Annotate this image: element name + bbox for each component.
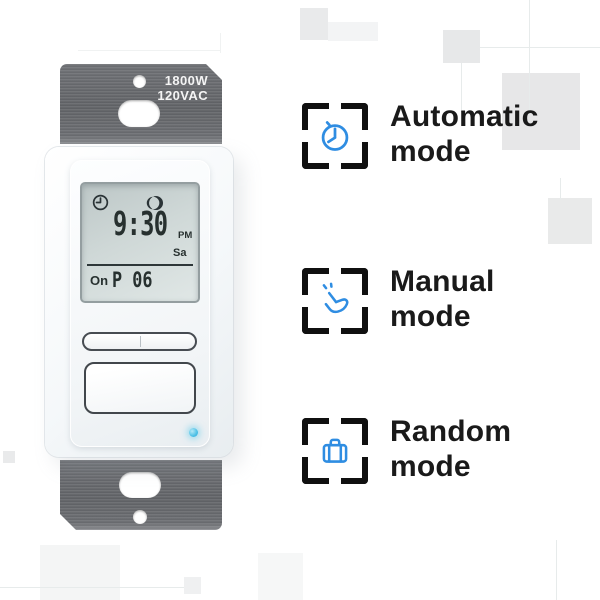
decor-line (0, 587, 184, 588)
mounting-strap-bottom (60, 460, 222, 530)
decor-square (3, 451, 15, 463)
clock-icon (321, 121, 349, 151)
decor-square (443, 30, 480, 63)
briefcase-icon (322, 438, 348, 463)
rocker-divider (139, 336, 141, 347)
decor-line (556, 540, 557, 600)
mounting-hole-oval (119, 472, 161, 498)
hand-tap-icon (322, 282, 349, 314)
lcd-divider (87, 264, 193, 266)
lcd-day: Sa (173, 247, 187, 259)
decor-square (502, 73, 580, 150)
moon-icon (146, 193, 166, 213)
decor-square (328, 22, 378, 41)
lcd-state: On (90, 273, 109, 288)
decor-line (529, 0, 530, 115)
rocker-buttons (82, 332, 197, 351)
mounting-hole-small (133, 75, 146, 88)
mounting-strap-top: 1800W 120VAC (60, 64, 222, 144)
bracket-frame (302, 103, 368, 169)
bracket-frame (302, 268, 368, 334)
decor-line (560, 178, 561, 200)
decor-square (548, 198, 592, 244)
feature-automatic-mode: Automatic mode (302, 100, 538, 169)
lcd-meridiem: PM (178, 230, 193, 241)
decor-square (258, 553, 303, 600)
override-button (84, 362, 196, 414)
feature-label: Manual mode (390, 265, 495, 333)
lcd-time: 9:30 (113, 204, 168, 243)
status-led (189, 428, 198, 437)
rating-watts: 1800W (164, 73, 208, 88)
clock-icon (91, 193, 110, 212)
electrical-rating: 1800W 120VAC (157, 73, 208, 103)
decor-line (461, 63, 462, 110)
decor-line (78, 50, 220, 51)
device-faceplate: 9:30 PM Sa On P 06 (70, 160, 210, 447)
decor-square (40, 545, 120, 600)
decor-square (184, 577, 201, 594)
feature-random-mode: Random mode (302, 415, 511, 484)
decor-line (220, 33, 221, 53)
lcd-display: 9:30 PM Sa On P 06 (80, 182, 200, 303)
lcd-program: P 06 (112, 268, 153, 292)
decor-line (480, 47, 600, 48)
wall-plate: 9:30 PM Sa On P 06 (45, 147, 233, 457)
decor-square (300, 8, 328, 40)
mounting-hole-small (133, 510, 147, 524)
feature-label: Automatic mode (390, 100, 539, 168)
rating-voltage: 120VAC (157, 88, 208, 103)
mounting-hole-oval (118, 100, 160, 127)
bracket-frame (302, 418, 368, 484)
feature-label: Random mode (390, 415, 512, 483)
feature-manual-mode: Manual mode (302, 265, 495, 334)
